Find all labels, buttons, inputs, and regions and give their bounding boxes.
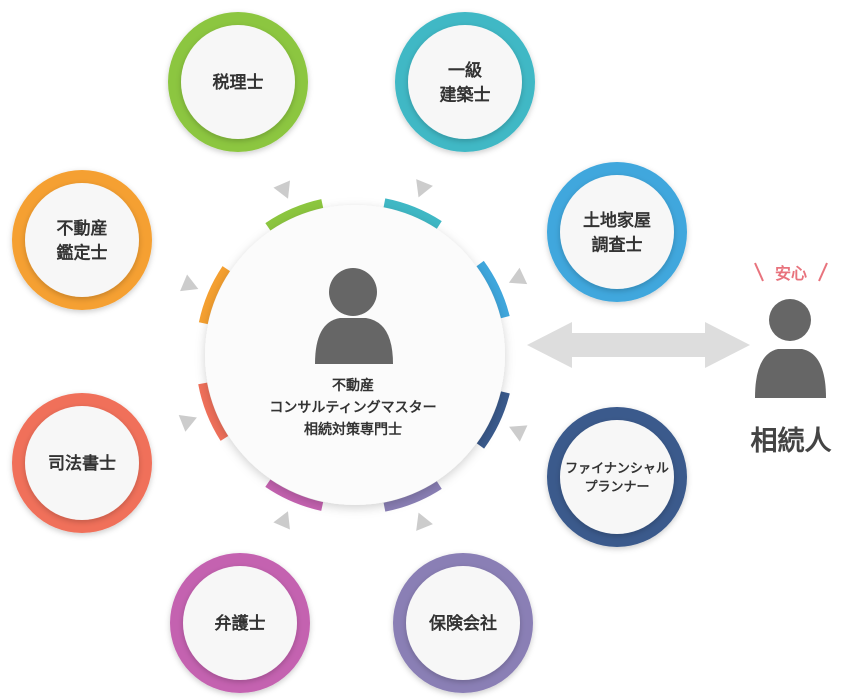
pointer-arrows [178, 179, 528, 531]
expert-label-hoken-1: 保険会社 [428, 613, 497, 634]
center-title-line-2: コンサルティングマスター [269, 399, 436, 416]
ring-segment-shihoshoshi [198, 382, 229, 441]
expert-label-fp-2: プランナー [584, 480, 649, 495]
center-title-line-1: 不動産 [332, 377, 374, 394]
expert-label-bengoshi-1: 弁護士 [215, 613, 266, 634]
ring-segment-hoken [383, 481, 442, 512]
center-node: 不動産 コンサルティングマスター 相続対策専門士 [205, 205, 505, 505]
ring-segment-zeirishi [265, 199, 324, 231]
expert-node-zeirishi: 税理士 [168, 12, 308, 152]
pointer-kenchikushi-icon [416, 179, 433, 198]
expert-label-kanteishi-2: 鑑定士 [57, 242, 108, 263]
pointer-shihoshoshi-icon [178, 415, 197, 432]
double-arrow-icon [527, 322, 750, 368]
expert-label-kanteishi-1: 不動産 [57, 218, 108, 239]
expert-disc-kanteishi [25, 183, 139, 297]
pointer-zeirishi-icon [273, 180, 291, 199]
expert-node-bengoshi: 弁護士 [170, 553, 310, 693]
expert-label-kenchikushi-1: 一級 [448, 60, 482, 81]
expert-label-zeirishi-1: 税理士 [213, 72, 264, 93]
client-label: 相続人 [751, 426, 832, 457]
pointer-kanteishi-icon [180, 274, 199, 292]
expert-disc-tochikaoku [560, 175, 674, 289]
expert-label-shihoshoshi-1: 司法書士 [48, 453, 116, 474]
client-node: 安心 相続人 [751, 262, 832, 457]
client-person-icon [755, 299, 826, 398]
expert-label-fp-1: ファイナンシャル [565, 461, 669, 476]
ring-segment-kenchikushi [383, 198, 442, 229]
expert-disc-zeirishi [181, 25, 295, 139]
center-person-icon [315, 268, 393, 364]
expert-disc-bengoshi [183, 566, 297, 680]
center-title-line-3: 相続対策専門士 [304, 421, 402, 438]
ring-segment-tochikaoku [476, 260, 510, 319]
expert-label-tochikaoku-1: 土地家屋 [583, 210, 651, 231]
expert-disc-shihoshoshi [25, 406, 139, 520]
expert-disc-kenchikushi [408, 25, 522, 139]
center-segment-ring [198, 198, 510, 512]
reassurance-label: 安心 [775, 264, 807, 283]
expert-label-tochikaoku-2: 調査士 [592, 234, 643, 255]
expert-disc-fp [560, 420, 674, 534]
pointer-fp-icon [509, 425, 528, 442]
expert-label-kenchikushi-2: 建築士 [440, 84, 491, 105]
ring-segment-kanteishi [198, 266, 231, 325]
pointer-tochikaoku-icon [508, 267, 528, 285]
pointer-bengoshi-icon [273, 511, 290, 530]
ring-segment-fp [476, 391, 510, 449]
pointer-hoken-icon [416, 512, 433, 531]
ring-segment-bengoshi [265, 479, 324, 511]
expert-disc-hoken [406, 566, 520, 680]
reassurance-badge: 安心 [754, 262, 828, 283]
expert-node-hoken: 保険会社 [393, 553, 533, 693]
expert-node-shihoshoshi: 司法書士 [12, 393, 152, 533]
